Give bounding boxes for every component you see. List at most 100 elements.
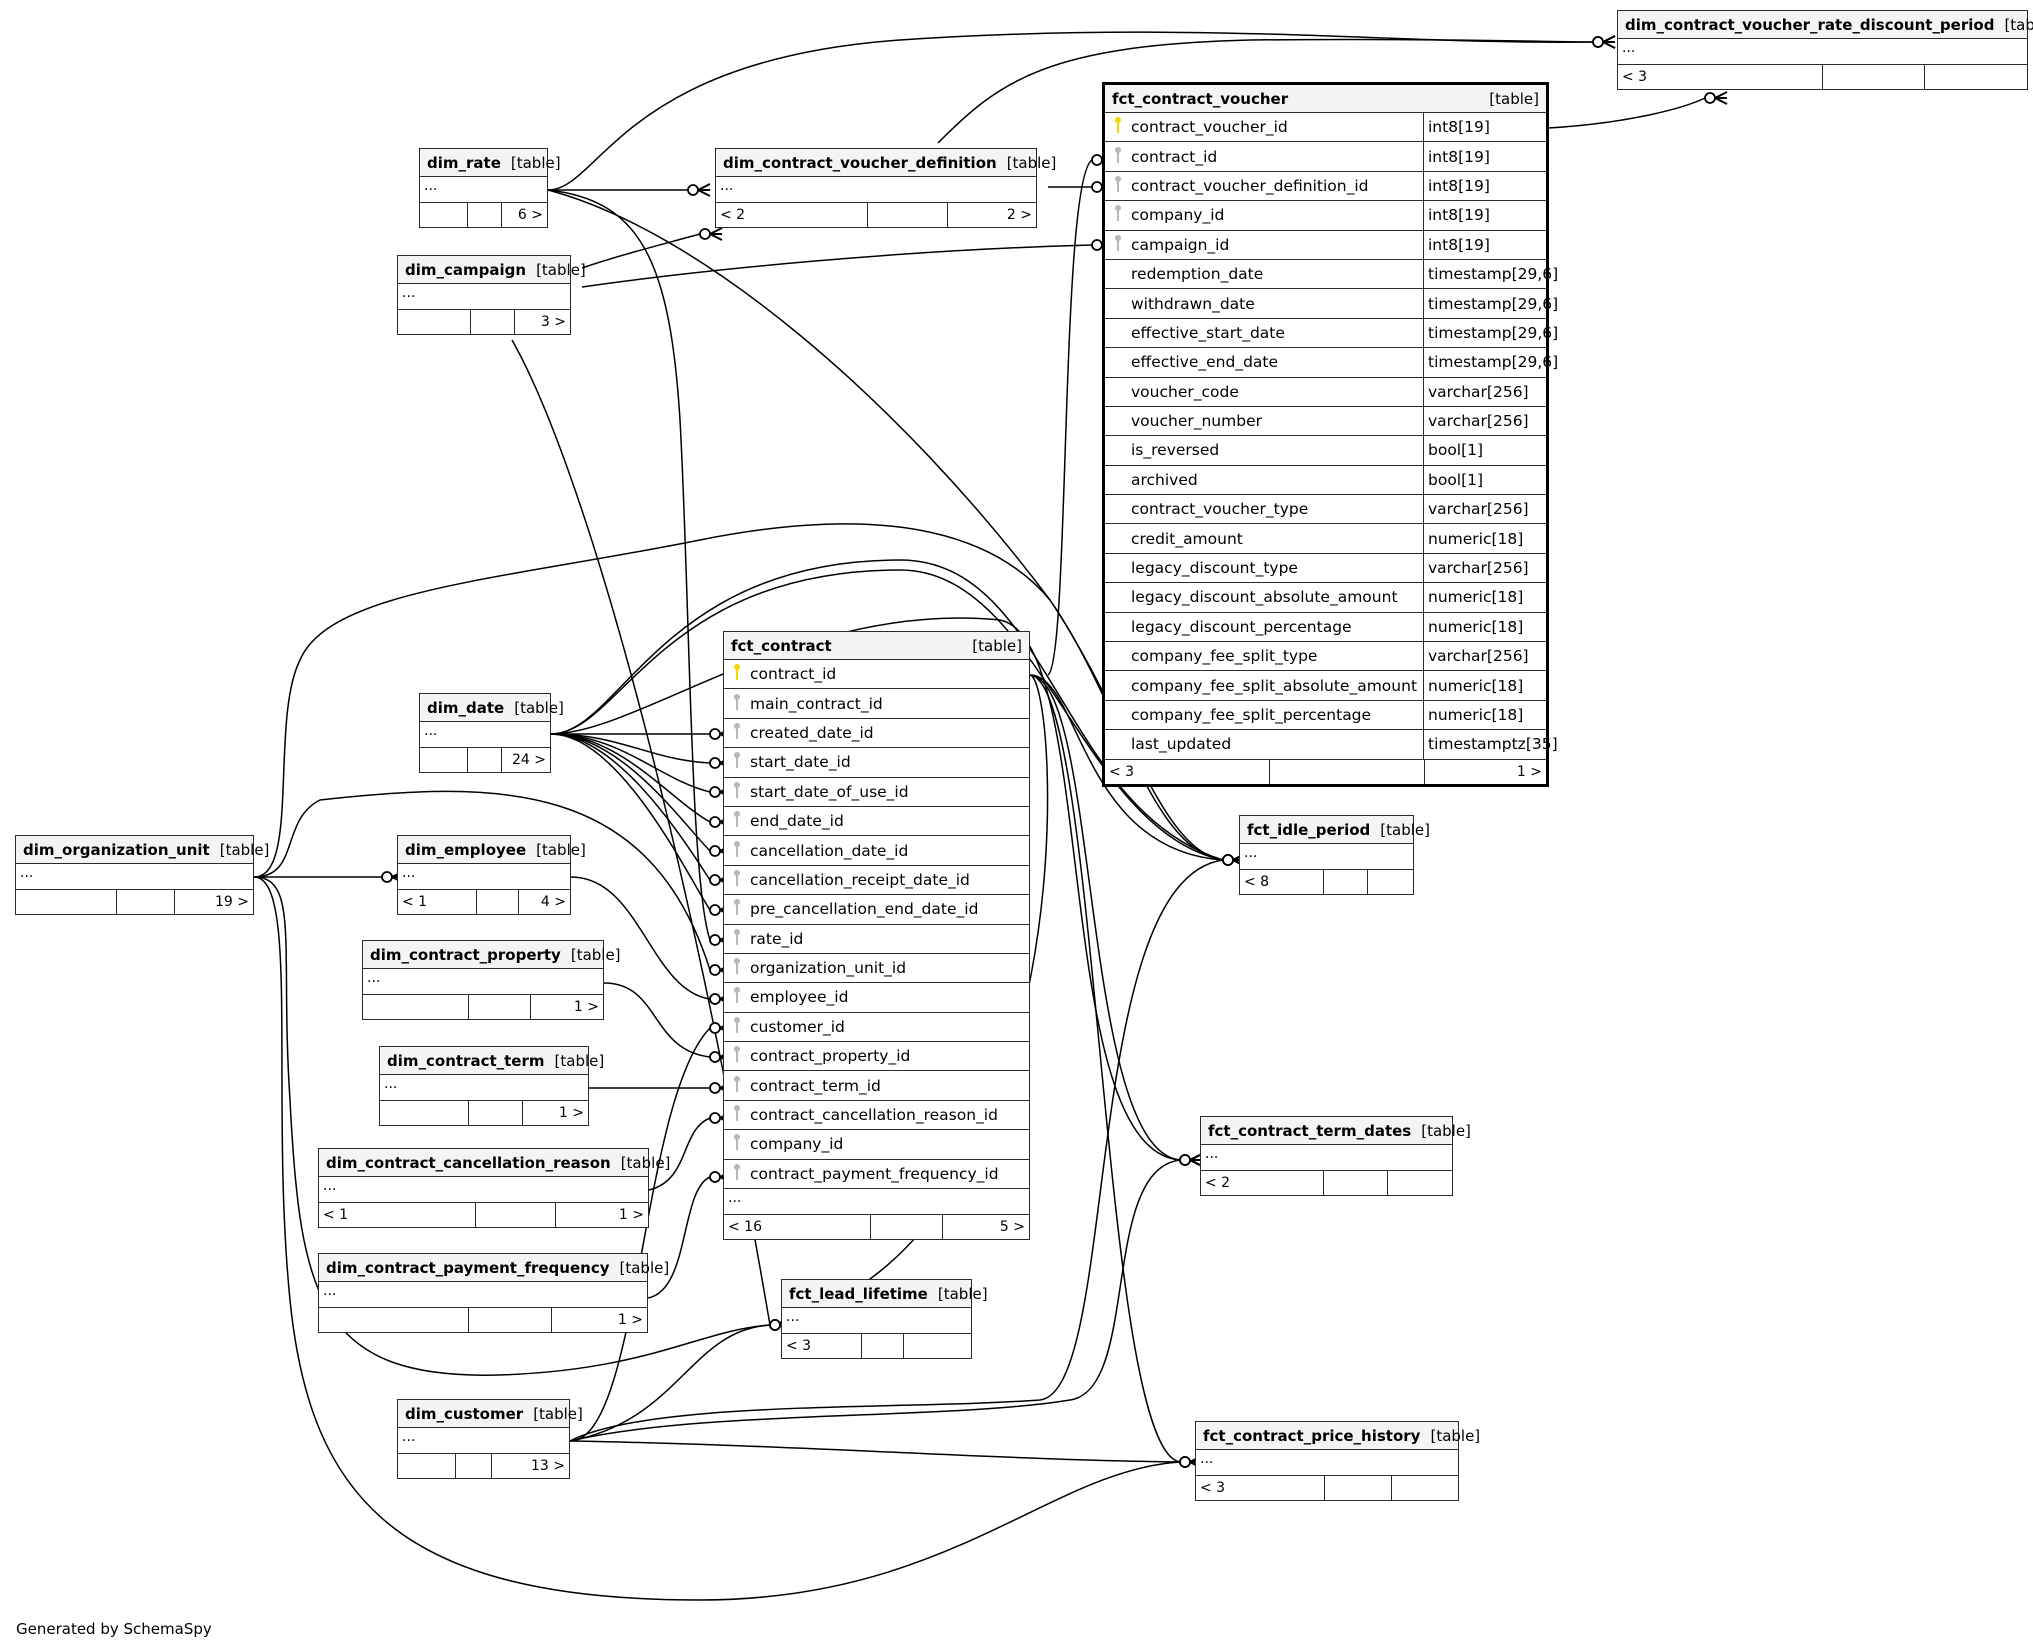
parents-count[interactable] [420,748,468,772]
table-dim-contract-voucher-definition[interactable]: dim_contract_voucher_definition[table]..… [715,148,1056,228]
column-row[interactable]: employee_id [724,983,1029,1013]
children-count[interactable]: 1 > [573,999,599,1015]
column-row[interactable]: end_date_id [724,807,1029,837]
children-count[interactable]: 4 > [540,894,566,910]
children-count[interactable] [1368,870,1413,894]
table-fct-contract-term-dates[interactable]: fct_contract_term_dates[table]...< 2 [1200,1116,1471,1196]
column-row[interactable]: contract_id [724,660,1029,690]
children-count[interactable]: 19 > [215,894,249,910]
table-header: dim_contract_term[table] [380,1047,604,1075]
table-fct-lead-lifetime[interactable]: fct_lead_lifetime[table]...< 3 [781,1279,988,1359]
table-dim-contract-payment-frequency[interactable]: dim_contract_payment_frequency[table]...… [318,1253,669,1333]
parents-count[interactable] [420,203,468,227]
table-dim-organization-unit[interactable]: dim_organization_unit[table]...19 > [15,835,269,915]
table-name: dim_customer [405,1404,524,1423]
children-count[interactable] [1925,65,2027,89]
children-count[interactable]: 1 > [1516,763,1542,780]
children-count[interactable]: 1 > [617,1312,643,1328]
column-row[interactable]: contract_cancellation_reason_id [724,1101,1029,1131]
column-row[interactable]: organization_unit_id [724,954,1029,984]
column-row[interactable]: customer_id [724,1013,1029,1043]
column-row[interactable]: main_contract_id [724,689,1029,719]
parents-count[interactable] [319,1308,469,1332]
column-row[interactable]: company_id [724,1130,1029,1160]
column-row[interactable]: contract_property_id [724,1042,1029,1072]
children-count[interactable]: 3 > [540,314,566,330]
column-row[interactable]: start_date_id [724,748,1029,778]
table-dim-contract-cancellation-reason[interactable]: dim_contract_cancellation_reason[table].… [318,1148,670,1228]
foreign-key-icon [730,957,750,979]
parents-count[interactable] [16,890,117,914]
table-dim-customer[interactable]: dim_customer[table]...13 > [397,1399,583,1479]
column-row[interactable]: contract_payment_frequency_id [724,1160,1029,1190]
children-count[interactable] [904,1334,971,1358]
parents-count[interactable]: < 16 [724,1215,871,1240]
column-row[interactable]: cancellation_date_id [724,836,1029,866]
children-count[interactable]: 13 > [531,1458,565,1474]
children-count[interactable]: 6 > [517,207,543,223]
column-row[interactable]: rate_id [724,925,1029,954]
table-fct-contract-voucher[interactable]: fct_contract_voucher [table] contract_vo… [1102,82,1558,787]
parents-count[interactable]: < 8 [1240,870,1324,894]
column-row[interactable]: cancellation_receipt_date_id [724,866,1029,896]
table-fct-contract-price-history[interactable]: fct_contract_price_history[table]...< 3 [1195,1421,1480,1501]
column-row[interactable]: created_date_id [724,719,1029,749]
footer-spacer [1823,65,1925,89]
children-count[interactable]: 24 > [512,752,546,768]
parents-count[interactable]: < 3 [1105,759,1270,784]
children-count[interactable] [1388,1171,1452,1195]
parents-count[interactable] [398,1454,456,1478]
parents-count[interactable] [398,310,471,334]
table-fct-idle-period[interactable]: fct_idle_period[table]...< 8 [1239,815,1430,895]
table-dim-contract-property[interactable]: dim_contract_property[table]...1 > [362,940,621,1020]
column-name-cell: effective_start_date [1105,319,1423,347]
children-count[interactable]: 2 > [1006,207,1032,223]
table-dim-contract-term[interactable]: dim_contract_term[table]...1 > [379,1046,604,1126]
table-dim-rate[interactable]: dim_rate[table]...6 > [419,148,561,228]
parents-count[interactable]: < 3 [1196,1476,1325,1500]
children-count[interactable]: 1 > [558,1105,584,1121]
table-dim-date[interactable]: dim_date[table]...24 > [419,693,564,773]
children-count[interactable]: 5 > [999,1219,1025,1236]
children-count[interactable]: 1 > [618,1207,644,1223]
column-row[interactable]: start_date_of_use_id [724,778,1029,807]
column-row[interactable]: pre_cancellation_end_date_id [724,895,1029,925]
edge-contract-price [1029,674,1181,1463]
parents-count[interactable]: < 1 [319,1203,476,1227]
parents-count[interactable]: < 1 [398,890,477,914]
table-dim-contract-voucher-rate-discount-period[interactable]: dim_contract_voucher_rate_discount_perio… [1617,10,2033,90]
parents-count[interactable] [380,1101,469,1125]
column-row[interactable]: contract_term_id [724,1071,1029,1101]
table-dim-campaign[interactable]: dim_campaign[table]...3 > [397,255,586,335]
parents-count[interactable]: < 3 [1618,65,1823,89]
parents-count[interactable] [363,995,469,1019]
children-count[interactable] [1392,1476,1458,1500]
parents-count[interactable]: < 2 [716,203,868,227]
parents-count[interactable]: < 3 [782,1334,862,1358]
parents-count[interactable]: < 2 [1201,1171,1324,1195]
